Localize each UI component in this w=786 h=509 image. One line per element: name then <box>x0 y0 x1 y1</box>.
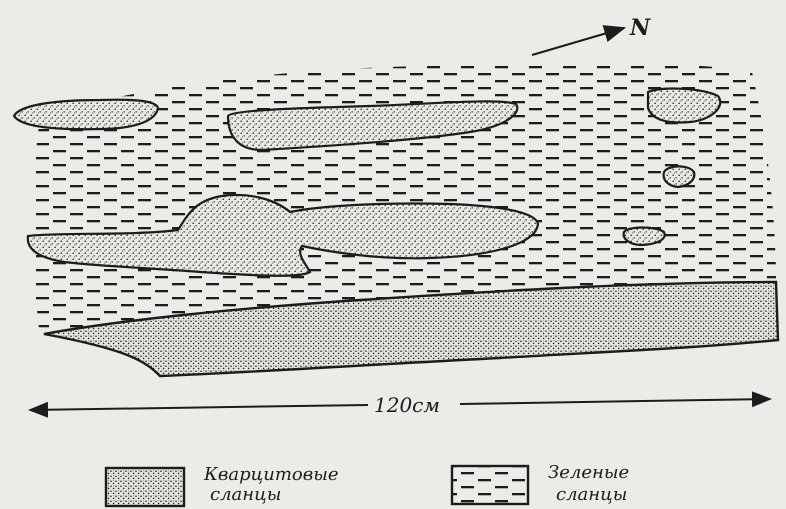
quartzite-lens <box>664 166 695 187</box>
legend-label-green-line2: сланцы <box>556 484 627 505</box>
legend-swatch-quartzite <box>106 468 184 506</box>
scale-label: 120см <box>374 393 440 417</box>
quartzite-lens <box>624 228 665 246</box>
legend-label-green-line1: Зеленые <box>548 462 629 483</box>
legend-label-quartzite-line2: сланцы <box>210 484 281 505</box>
quartzite-lens <box>648 89 720 123</box>
quartzite-lens <box>14 100 158 130</box>
legend-swatch-green <box>452 466 528 504</box>
north-label: N <box>629 15 651 41</box>
legend: Кварцитовые сланцы Зеленые сланцы <box>106 462 629 506</box>
legend-label-quartzite-line1: Кварцитовые <box>203 464 339 485</box>
north-arrow-icon <box>532 28 624 55</box>
